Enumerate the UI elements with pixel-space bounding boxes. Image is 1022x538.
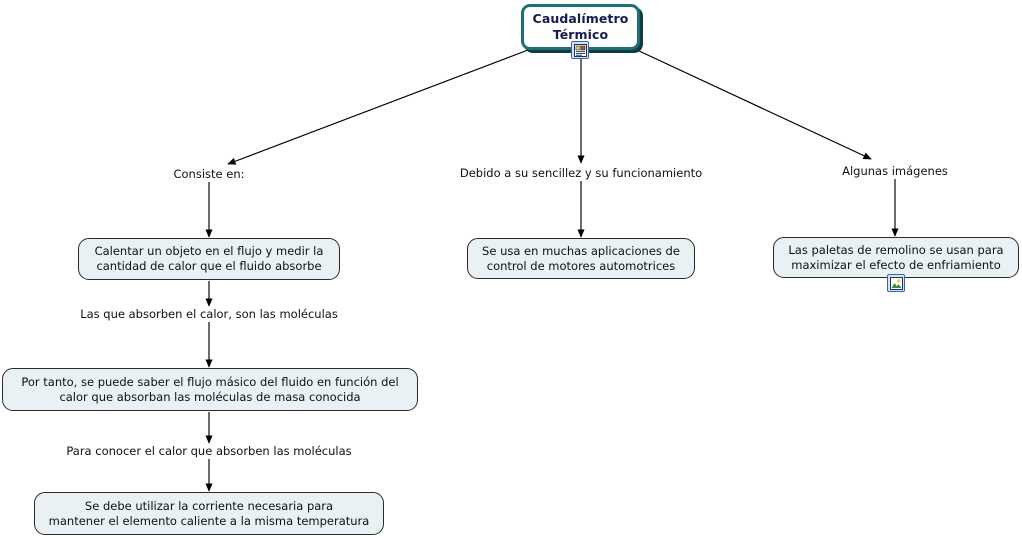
concept-box-text: Las paletas de remolino se usan para max…: [788, 242, 1004, 272]
label-consiste-en[interactable]: Consiste en:: [0, 167, 418, 181]
link-label-text: Algunas imágenes: [842, 164, 948, 178]
label-algunas-imagenes[interactable]: Algunas imágenes: [745, 164, 1022, 178]
concept-box-calentar-objeto[interactable]: Calentar un objeto en el flujo y medir l…: [78, 238, 340, 280]
root-node-label: Caudalímetro Térmico: [532, 11, 629, 42]
link-label-text: Las que absorben el calor, son las moléc…: [80, 307, 338, 321]
label-para-conocer-calor[interactable]: Para conocer el calor que absorben las m…: [0, 444, 418, 458]
note-document-icon[interactable]: [571, 41, 589, 59]
picture-image-icon[interactable]: [887, 274, 905, 292]
concept-box-text: Por tanto, se puede saber el flujo másic…: [21, 374, 399, 404]
label-absorben-calor[interactable]: Las que absorben el calor, son las moléc…: [0, 307, 418, 321]
link-label-text: Debido a su sencillez y su funcionamient…: [459, 166, 703, 180]
concept-box-paletas-remolino[interactable]: Las paletas de remolino se usan para max…: [773, 237, 1019, 278]
concept-box-text: Calentar un objeto en el flujo y medir l…: [94, 244, 324, 273]
connector-root-to-imagenes: [636, 49, 872, 160]
concept-box-corriente-necesaria[interactable]: Se debe utilizar la corriente necesaria …: [34, 492, 384, 535]
label-debido-sencillez[interactable]: Debido a su sencillez y su funcionamient…: [381, 166, 781, 180]
concept-box-text: Se debe utilizar la corriente necesaria …: [48, 498, 370, 528]
link-label-text: Para conocer el calor que absorben las m…: [66, 444, 352, 458]
concept-box-text: Se usa en muchas aplicaciones de control…: [482, 243, 680, 273]
concept-box-aplicaciones-control[interactable]: Se usa en muchas aplicaciones de control…: [467, 238, 695, 279]
connector-root-to-consiste: [227, 49, 529, 165]
concept-box-flujo-masico[interactable]: Por tanto, se puede saber el flujo másic…: [2, 368, 418, 411]
link-label-text: Consiste en:: [173, 167, 245, 181]
